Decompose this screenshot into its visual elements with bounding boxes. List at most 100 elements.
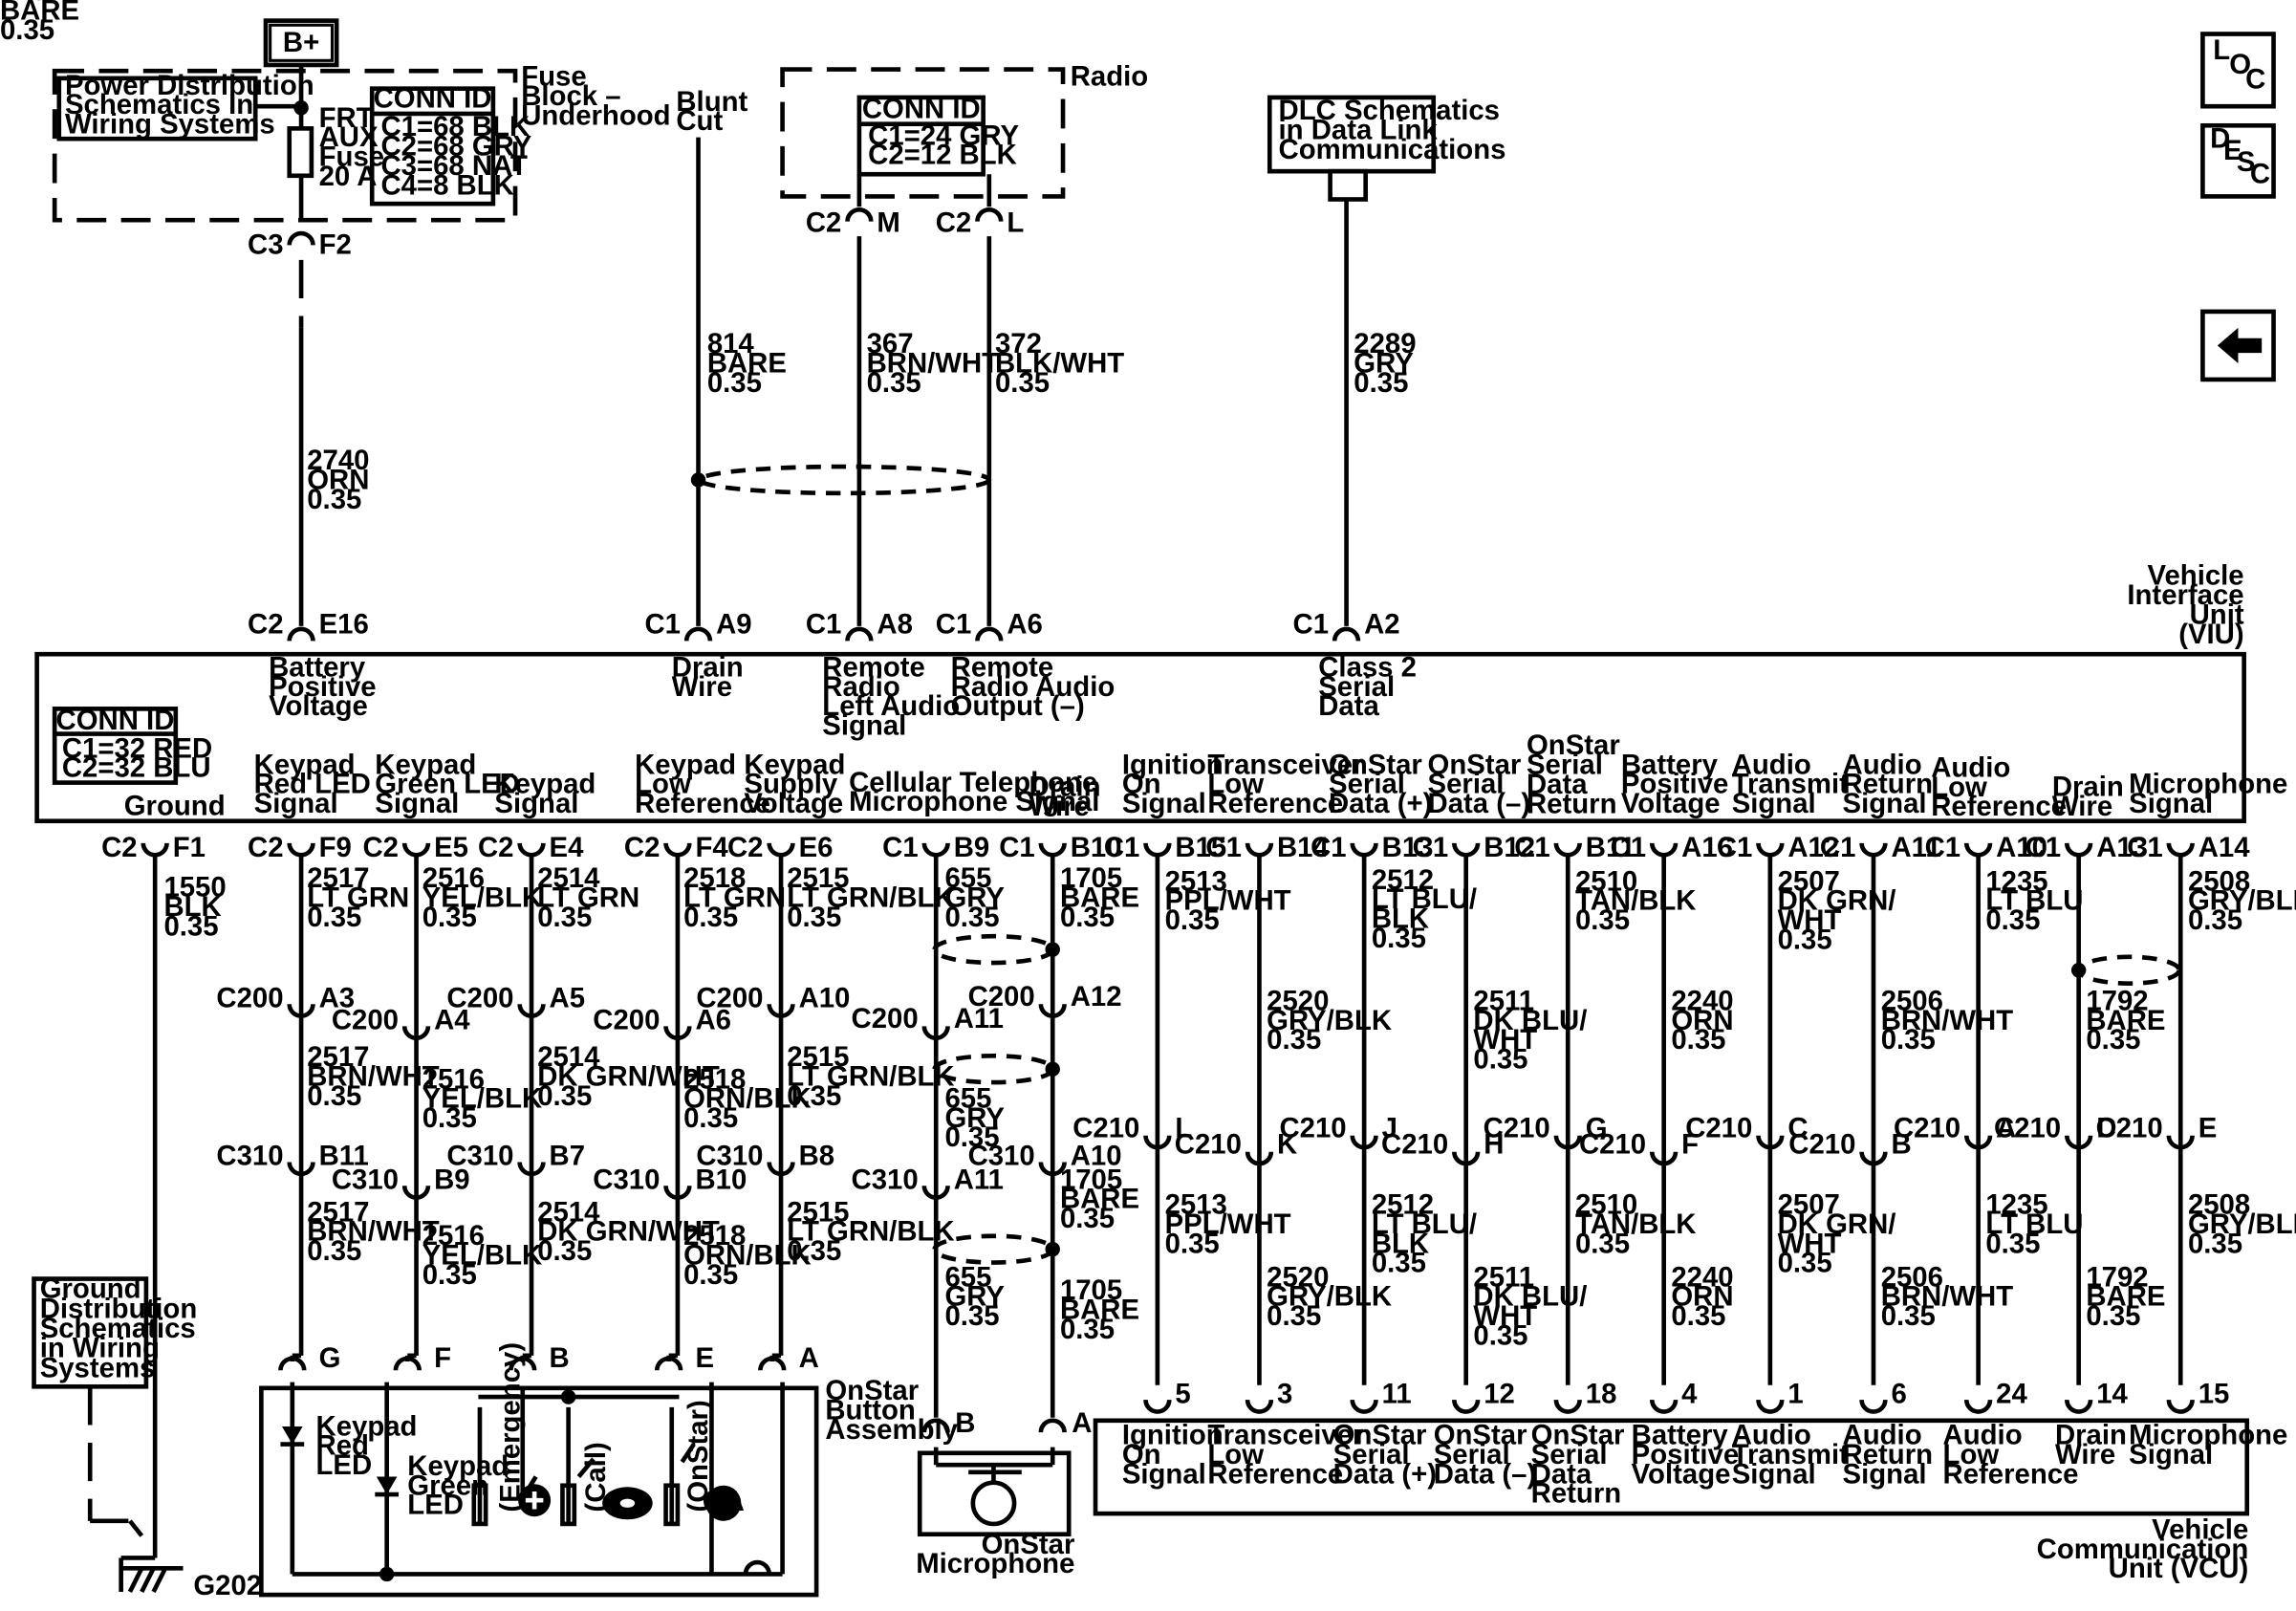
viu-bottom-pin-pin: B13 (1382, 832, 1434, 863)
vcu-pin-label: Microphone (2129, 1420, 2287, 1451)
back-arrow-button[interactable] (2200, 309, 2276, 382)
viu-conn-id-box (52, 707, 179, 785)
c210-conn: C210 (1175, 1128, 1242, 1160)
mic-pin: A (1072, 1407, 1092, 1439)
vcu-wire-label-lower: LT BLU/ (1372, 1208, 1477, 1240)
c310-pin-pin: B9 (434, 1164, 469, 1195)
vcu-pin: 6 (1892, 1378, 1907, 1409)
c310-pin-pin: B10 (695, 1164, 747, 1195)
vcu-wire-label: 2508 (2188, 865, 2250, 897)
wire-372-label: BLK/WHT (995, 348, 1124, 380)
c200-pin-conn: C200 (593, 1005, 660, 1036)
viu-bottom-pin-label: Serial (1428, 769, 1505, 800)
ground-point-label: G202 (193, 1570, 262, 1601)
vcu-wire-label: BARE (2086, 1005, 2165, 1036)
vcu-pin-label: Audio (1943, 1420, 2023, 1451)
vcu-wire-label: GRY/BLK (1267, 1005, 1392, 1036)
viu-bottom-pin-conn: C1 (1611, 832, 1647, 863)
viu-bottom-pin-pin: A13 (2096, 832, 2148, 863)
viu-bottom-pin-conn: C1 (1413, 832, 1449, 863)
vcu-wire-label-lower: 0.35 (1575, 1228, 1630, 1259)
mic-seg1-label: 655 (944, 862, 991, 894)
viu-bottom-pin-label: Reference (1207, 788, 1343, 819)
viu-bottom-pin-label: Voltage (1621, 788, 1721, 819)
c200-pin-pin: A11 (954, 1003, 1004, 1034)
c210-connector (1756, 1135, 1785, 1150)
keypad-seg1-label: 0.35 (537, 902, 592, 933)
c210-conn: C210 (2096, 1112, 2163, 1143)
c210-connector (2166, 1135, 2195, 1150)
viu-bottom-pin-label: Keypad (635, 749, 736, 780)
viu-bottom-pin-label: OnStar (1428, 749, 1522, 780)
vcu-pin-label: Positive (1632, 1439, 1739, 1470)
left-arrow-icon (2217, 327, 2263, 363)
c200-pin-pin: A10 (799, 982, 851, 1013)
desc-letter: E (2223, 135, 2242, 166)
viu-top-pin-label: Wire (672, 671, 732, 703)
loc-button-frame[interactable] (2200, 32, 2276, 109)
fuse-block-box (52, 68, 518, 223)
ground-symbol (140, 1567, 156, 1594)
button-assembly-pin: A (799, 1342, 819, 1374)
power-distribution-text: Power Distribution (65, 70, 314, 101)
viu-bottom-pin-conn: C1 (1310, 832, 1347, 863)
viu-top-pin-conn: C1 (645, 609, 682, 641)
microphone-icon (970, 1480, 1017, 1527)
back-arrow-frame[interactable] (2200, 309, 2276, 382)
vcu-pin-label: Data (–) (1434, 1458, 1537, 1490)
c210-conn: C210 (1685, 1112, 1752, 1143)
vcu-pin: 12 (1484, 1378, 1515, 1409)
keypad-seg2-label: YEL/BLK (422, 1083, 542, 1115)
vcu-pin-label: OnStar (1434, 1420, 1527, 1451)
ground-ref-tick (128, 1519, 144, 1537)
viu-bottom-pin-label: Cellular Telephone (849, 767, 1097, 798)
fuse-block-name: Underhood (521, 99, 670, 131)
c310-pin-pin: B7 (550, 1141, 585, 1172)
microphone-box (917, 1450, 1072, 1537)
c210-pin: A (1996, 1112, 2016, 1143)
fuse-conn-id-title: CONN ID (374, 83, 492, 115)
viu-bottom-pin-label: Signal (375, 788, 459, 819)
vcu-wire-label-lower: 2506 (1881, 1261, 1943, 1293)
c200-pin-conn: C200 (216, 982, 283, 1013)
keypad-seg2-label: DK GRN/WHT (537, 1061, 720, 1093)
fuse-conn-id-value: C3=68 NAT (380, 150, 528, 182)
keypad-seg2-label: 0.35 (307, 1080, 361, 1112)
viu-bottom-pin-pin: B15 (1175, 832, 1226, 863)
desc-button-frame[interactable] (2200, 122, 2276, 199)
radio-shield (697, 464, 992, 496)
viu-top-pin-pin: A6 (1007, 609, 1043, 641)
vcu-connector (1452, 1399, 1481, 1414)
switch-label: (Call) (580, 1442, 612, 1512)
mic-seg2-label-hidden: 0.35 (0, 14, 54, 46)
viu-bottom-connector (767, 842, 795, 858)
viu-bottom-pin-label: OnStar (1329, 749, 1422, 780)
viu-bottom-pin-label: Supply (744, 769, 837, 800)
c200-connector (1038, 1004, 1067, 1018)
c210-connector (2064, 1135, 2093, 1150)
viu-bottom-connector (921, 842, 950, 858)
vcu-pin: 4 (1681, 1378, 1698, 1409)
viu-bottom-pin-label: Low (1207, 769, 1264, 800)
viu-bottom-pin-label: Low (1931, 772, 1987, 803)
keypad-seg1-label: LT GRN (537, 882, 639, 914)
fuse-out-pin-pin: F2 (319, 229, 352, 261)
vcu-wire-label: 0.35 (1267, 1024, 1321, 1056)
keypad-seg3-label: 0.35 (787, 1235, 841, 1267)
viu-bottom-pin-pin: B9 (954, 832, 990, 863)
mic-seg1-label: 0.35 (944, 902, 999, 933)
viu-top-pin-label: Signal (822, 710, 906, 742)
radio-conn-id-value: C1=24 GRY (868, 120, 1019, 151)
vcu-wire-label-lower: 0.35 (2086, 1300, 2140, 1332)
vcu-pin-label: Transceiver (1207, 1420, 1363, 1451)
viu-bottom-pin-label: Wire (1029, 791, 1090, 822)
viu-top-pin-label: Data (1318, 690, 1379, 722)
c200-connector (401, 1026, 431, 1041)
c200-pin-pin: A6 (695, 1005, 730, 1036)
keypad-seg2-label: 2518 (683, 1063, 746, 1095)
viu-top-pin-pin: A9 (716, 609, 751, 641)
vcu-shield-splice (2070, 963, 2087, 978)
viu-bottom-pin-label: Return (1527, 788, 1617, 819)
